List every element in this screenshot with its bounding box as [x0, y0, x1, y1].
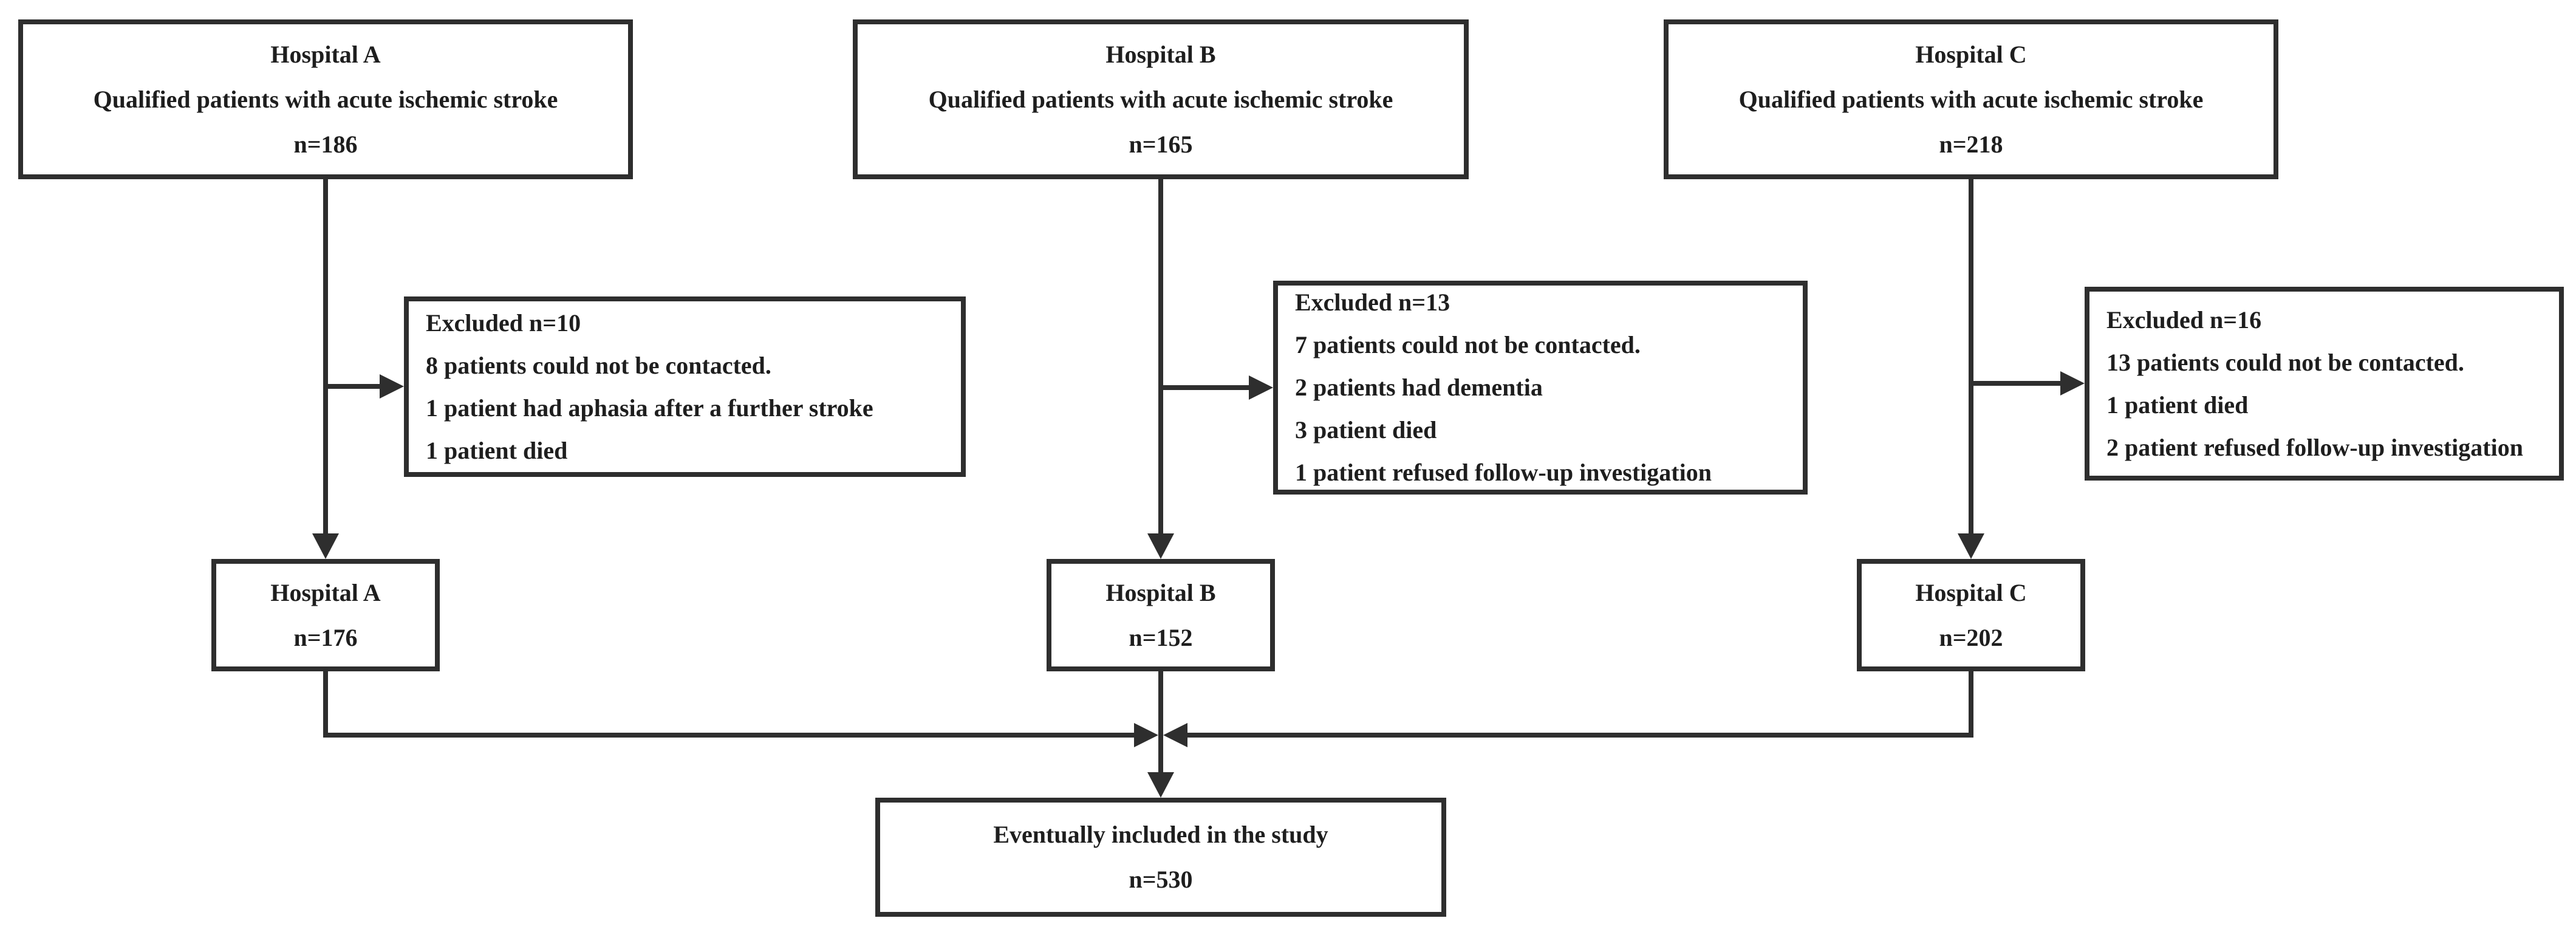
- enrolled-box-hospital-c: Hospital C Qualified patients with acute…: [1664, 19, 2278, 179]
- excluded-b-reason: 1 patient refused follow-up investigatio…: [1295, 459, 1712, 486]
- hospital-b-description: Qualified patients with acute ischemic s…: [928, 85, 1393, 113]
- excluded-a-reason: 1 patient had aphasia after a further st…: [426, 394, 873, 422]
- connector-c-to-excluded: [1969, 381, 2060, 386]
- hospital-c-title: Hospital C: [1915, 40, 2027, 68]
- arrowhead-right-into-excluded-a: [380, 374, 404, 399]
- hospital-c-count: n=218: [1939, 130, 2003, 158]
- arrowhead-right-into-excluded-b: [1249, 375, 1273, 400]
- connector-a-vertical: [323, 179, 328, 533]
- arrowhead-left-into-merge: [1163, 723, 1187, 747]
- excluded-a-header: Excluded n=10: [426, 309, 581, 337]
- connector-c-vertical: [1969, 179, 1973, 533]
- connector-b-vertical: [1158, 179, 1163, 533]
- connector-b-to-excluded: [1158, 385, 1249, 390]
- arrowhead-down-into-after-b: [1147, 533, 1174, 559]
- arrowhead-right-into-excluded-c: [2060, 371, 2085, 396]
- excluded-c-reason: 2 patient refused follow-up investigatio…: [2106, 433, 2523, 461]
- hospital-a-count: n=186: [293, 130, 358, 158]
- after-exclusion-box-hospital-c: Hospital C n=202: [1857, 559, 2085, 671]
- arrowhead-down-into-final: [1147, 772, 1174, 798]
- hospital-a-description: Qualified patients with acute ischemic s…: [93, 85, 558, 113]
- excluded-box-hospital-b: Excluded n=13 7 patients could not be co…: [1273, 281, 1808, 495]
- merge-line-from-a: [323, 733, 1134, 738]
- arrowhead-down-into-after-a: [312, 533, 339, 559]
- excluded-a-reason: 8 patients could not be contacted.: [426, 351, 771, 379]
- final-included-box: Eventually included in the study n=530: [875, 798, 1446, 917]
- excluded-b-reason: 2 patients had dementia: [1295, 374, 1543, 401]
- excluded-b-reason: 3 patient died: [1295, 416, 1437, 444]
- excluded-a-reason: 1 patient died: [426, 436, 568, 464]
- after-a-count: n=176: [293, 623, 358, 651]
- after-exclusion-box-hospital-a: Hospital A n=176: [211, 559, 440, 671]
- arrowhead-right-into-merge: [1134, 723, 1158, 747]
- after-a-title: Hospital A: [270, 578, 381, 606]
- excluded-c-reason: 1 patient died: [2106, 391, 2249, 419]
- final-count: n=530: [1129, 866, 1193, 893]
- merge-line-from-c: [1187, 733, 1973, 738]
- after-b-count: n=152: [1129, 623, 1193, 651]
- excluded-b-reason: 7 patients could not be contacted.: [1295, 331, 1641, 358]
- final-title: Eventually included in the study: [993, 821, 1328, 848]
- after-c-count: n=202: [1939, 623, 2003, 651]
- arrowhead-down-into-after-c: [1958, 533, 1984, 559]
- hospital-a-title: Hospital A: [270, 40, 381, 68]
- connector-b-down-to-final: [1158, 671, 1163, 772]
- hospital-b-title: Hospital B: [1105, 40, 1216, 68]
- connector-a-to-excluded: [323, 384, 380, 389]
- excluded-c-header: Excluded n=16: [2106, 306, 2262, 334]
- enrolled-box-hospital-b: Hospital B Qualified patients with acute…: [853, 19, 1469, 179]
- after-b-title: Hospital B: [1105, 578, 1216, 606]
- excluded-b-header: Excluded n=13: [1295, 289, 1450, 316]
- excluded-c-reason: 13 patients could not be contacted.: [2106, 348, 2464, 376]
- excluded-box-hospital-a: Excluded n=10 8 patients could not be co…: [404, 296, 966, 477]
- hospital-c-description: Qualified patients with acute ischemic s…: [1738, 85, 2204, 113]
- after-c-title: Hospital C: [1915, 578, 2027, 606]
- connector-a-down-to-merge: [323, 671, 328, 738]
- after-exclusion-box-hospital-b: Hospital B n=152: [1047, 559, 1275, 671]
- excluded-box-hospital-c: Excluded n=16 13 patients could not be c…: [2085, 287, 2564, 481]
- hospital-b-count: n=165: [1129, 130, 1193, 158]
- connector-c-down-to-merge: [1969, 671, 1973, 738]
- enrolled-box-hospital-a: Hospital A Qualified patients with acute…: [18, 19, 633, 179]
